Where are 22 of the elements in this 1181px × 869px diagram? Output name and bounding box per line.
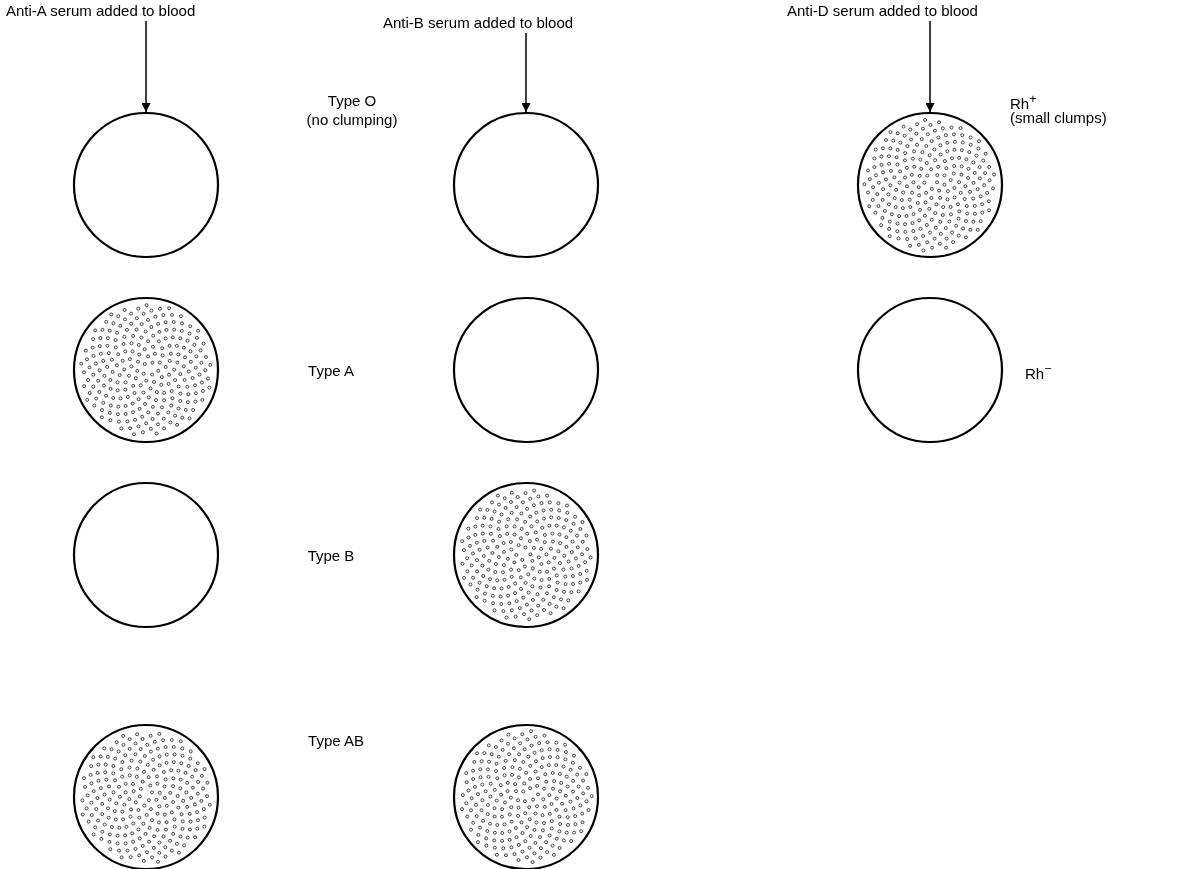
result-label: Rh$^{−}$ [1025, 362, 1052, 382]
clumped-blood-circle [452, 481, 600, 629]
serum-label: Anti-B serum added to blood [383, 14, 574, 31]
clear-blood-circle [452, 296, 600, 444]
clear-blood-circle [72, 111, 220, 259]
result-label: Rh$^{+}$ [1010, 92, 1037, 112]
clear-blood-circle [72, 481, 220, 629]
serum-label: Anti-A serum added to blood [6, 2, 196, 19]
clumped-blood-circle [856, 111, 1004, 259]
result-label: (no clumping) [306, 111, 398, 128]
clear-blood-circle [856, 296, 1004, 444]
clumped-blood-circle [72, 296, 220, 444]
serum-label: Anti-D serum added to blood [787, 2, 978, 19]
arrow [141, 20, 151, 113]
result-label: (small clumps) [1010, 109, 1107, 126]
result-label: Type O [327, 92, 377, 109]
arrow [521, 32, 531, 113]
clear-blood-circle [452, 111, 600, 259]
arrow [925, 20, 935, 113]
result-label: Type B [307, 547, 355, 564]
result-label: Type AB [308, 732, 364, 749]
result-label: Type A [308, 362, 354, 379]
